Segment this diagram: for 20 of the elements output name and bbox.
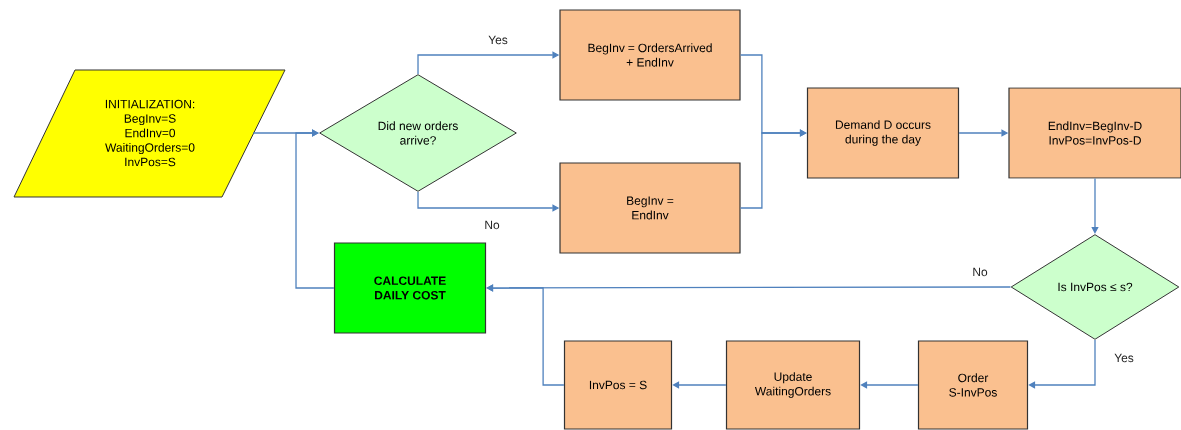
- edge-label: No: [971, 266, 989, 278]
- process-box: Demand D occurs during the day: [806, 87, 960, 179]
- edge-label: Yes: [1113, 352, 1135, 364]
- arrow: [739, 129, 807, 209]
- arrow: [860, 381, 919, 389]
- input-parallelogram: INITIALIZATION: BegInv=S EndInv=0 WaitingOrders=0 InvPos=S: [13, 69, 286, 198]
- edge-label: No: [483, 219, 501, 231]
- arrow: [1091, 177, 1099, 234]
- arrow: [295, 129, 335, 289]
- process-box: InvPos = S: [563, 340, 673, 430]
- edge-label: Yes: [487, 34, 509, 46]
- process-box: BegInv = EndInv: [559, 162, 741, 254]
- arrow: [672, 381, 727, 389]
- arrow: [486, 284, 565, 386]
- process-box: Order S-InvPos: [917, 340, 1029, 430]
- process-box: Update WaitingOrders: [725, 340, 861, 430]
- process-box: CALCULATE DAILY COST: [333, 242, 487, 334]
- process-box: BegInv = OrdersArrived + EndInv: [559, 9, 741, 101]
- process-box: EndInv=BegInv-D InvPos=InvPos-D: [1008, 87, 1181, 179]
- arrow: [1028, 339, 1096, 389]
